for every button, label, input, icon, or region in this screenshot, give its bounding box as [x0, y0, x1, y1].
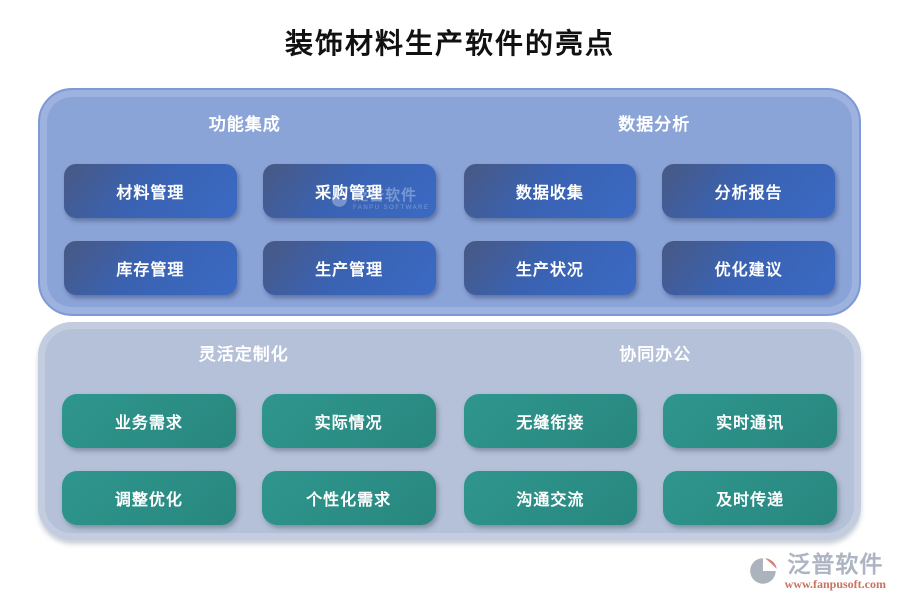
feature-button-inventory-management[interactable]: 库存管理 — [64, 241, 237, 295]
feature-button-purchase-management[interactable]: 采购管理 — [262, 164, 436, 218]
feature-button-realtime-communication[interactable]: 实时通讯 — [663, 394, 837, 448]
feature-button-data-collection[interactable]: 数据收集 — [463, 164, 637, 218]
feature-button-production-management[interactable]: 生产管理 — [262, 241, 436, 295]
feature-button-business-needs[interactable]: 业务需求 — [62, 394, 236, 448]
top-panel-headers: 功能集成 数据分析 — [40, 114, 859, 136]
panel-function-and-data: 功能集成 数据分析 材料管理 采购管理 库存管理 生产管理 数据收集 分析报告 … — [38, 88, 861, 316]
feature-button-adjust-optimize[interactable]: 调整优化 — [62, 471, 236, 525]
feature-button-personalized-needs[interactable]: 个性化需求 — [261, 471, 436, 525]
section-header-function-integration: 功能集成 — [208, 115, 281, 134]
section-header-data-analysis: 数据分析 — [618, 115, 691, 134]
feature-button-analysis-report[interactable]: 分析报告 — [662, 164, 835, 218]
function-integration-grid: 材料管理 采购管理 库存管理 生产管理 — [64, 164, 436, 295]
page-title: 装饰材料生产软件的亮点 — [284, 29, 615, 60]
panel-custom-and-collab: 灵活定制化 协同办公 业务需求 实际情况 调整优化 个性化需求 无缝衔接 实时通… — [38, 322, 861, 540]
feature-button-production-status[interactable]: 生产状况 — [463, 241, 637, 295]
fanpu-logo-icon — [749, 557, 777, 584]
data-analysis-grid: 数据收集 分析报告 生产状况 优化建议 — [463, 164, 835, 295]
feature-button-material-management[interactable]: 材料管理 — [64, 164, 237, 218]
bottom-panel-columns: 业务需求 实际情况 调整优化 个性化需求 无缝衔接 实时通讯 沟通交流 及时传递 — [38, 394, 861, 525]
bottom-panel-headers: 灵活定制化 协同办公 — [38, 344, 861, 366]
feature-button-seamless-connection[interactable]: 无缝衔接 — [463, 394, 638, 448]
feature-button-timely-delivery[interactable]: 及时传递 — [663, 471, 837, 525]
feature-button-communication-exchange[interactable]: 沟通交流 — [463, 471, 638, 525]
footer-brand-name: 泛普软件 — [787, 551, 884, 577]
footer-brand: 泛普软件 www.fanpusoft.com — [747, 553, 886, 590]
collaborative-office-grid: 无缝衔接 实时通讯 沟通交流 及时传递 — [463, 394, 837, 525]
feature-button-optimization-advice[interactable]: 优化建议 — [662, 241, 835, 295]
top-panel-columns: 材料管理 采购管理 库存管理 生产管理 数据收集 分析报告 生产状况 优化建议 — [40, 164, 859, 295]
feature-button-actual-situation[interactable]: 实际情况 — [261, 394, 436, 448]
footer-brand-url: www.fanpusoft.com — [784, 577, 886, 591]
flexible-customization-grid: 业务需求 实际情况 调整优化 个性化需求 — [62, 394, 436, 525]
section-header-collaborative-office: 协同办公 — [619, 345, 692, 364]
section-header-flexible-customization: 灵活定制化 — [198, 345, 289, 364]
